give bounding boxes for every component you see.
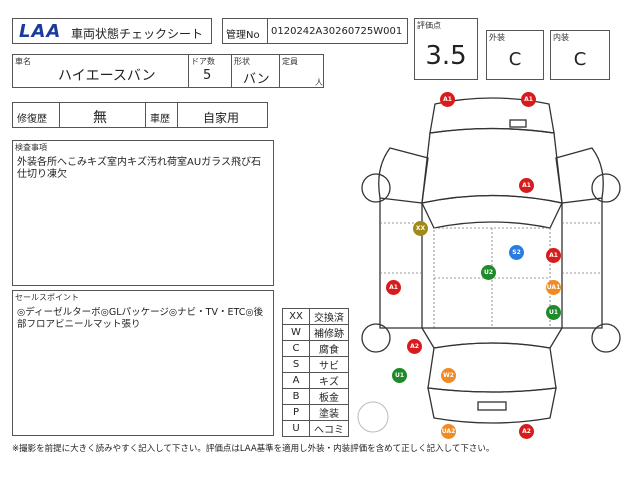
legend-code: U: [282, 420, 310, 437]
legend-meaning: 板金: [309, 388, 349, 405]
damage-marker: XX: [413, 221, 428, 236]
legend-code: S: [282, 356, 310, 373]
management-number-block: 管理No 0120242A30260725W001: [222, 18, 408, 44]
inspection-notes-text: 外装各所へこみキズ室内キズ汚れ荷室AUガラス飛び石仕切り凍欠: [17, 157, 261, 180]
exterior-score-label: 外装: [489, 33, 505, 42]
vehicle-info-row: 車名 ハイエースバン ドア数 5 形状 バン 定員 人: [12, 54, 324, 88]
history-row: 修復歴 無 車歴 自家用: [12, 102, 268, 128]
capacity-label: 定員: [282, 57, 298, 66]
car-name-value: ハイエースバン: [58, 68, 156, 84]
repair-history-value: 無: [93, 110, 107, 126]
damage-marker: U2: [481, 265, 496, 280]
legend-code: P: [282, 404, 310, 421]
sales-points-box: セールスポイント ◎ディーゼルターボ◎GLパッケージ◎ナビ・TV・ETC◎後部フ…: [12, 290, 274, 436]
damage-marker: S2: [509, 245, 524, 260]
legend-code: XX: [282, 308, 310, 325]
management-number-value: 0120242A30260725W001: [271, 26, 403, 37]
overall-score-box: 評価点 3.5: [414, 18, 478, 80]
damage-marker: A1: [521, 92, 536, 107]
legend-code: A: [282, 372, 310, 389]
exterior-score-box: 外装 C: [486, 30, 544, 80]
damage-marker: UA1: [546, 280, 561, 295]
stamp-circle: [357, 401, 389, 433]
sales-points-label: セールスポイント: [15, 293, 79, 302]
legend-meaning: 塗装: [309, 404, 349, 421]
doors-label: ドア数: [191, 57, 215, 66]
capacity-unit: 人: [315, 78, 323, 87]
car-name-label: 車名: [15, 57, 31, 66]
car-diagram: [361, 97, 621, 424]
overall-score-label: 評価点: [417, 21, 441, 30]
laa-logo: LAA: [19, 21, 62, 42]
damage-marker: A1: [546, 248, 561, 263]
legend-meaning: へコミ: [309, 420, 349, 437]
damage-marker: A2: [407, 339, 422, 354]
body-shape-value: バン: [243, 72, 270, 87]
legend-meaning: 交換済: [309, 308, 349, 325]
legend-meaning: キズ: [309, 372, 349, 389]
legend-code: W: [282, 324, 310, 341]
inspection-notes-box: 検査事項 外装各所へこみキズ室内キズ汚れ荷室AUガラス飛び石仕切り凍欠: [12, 140, 274, 286]
usage-history-value: 自家用: [203, 111, 240, 125]
sheet-title: 車両状態チェックシート: [71, 27, 204, 41]
damage-marker: A1: [440, 92, 455, 107]
sales-points-text: ◎ディーゼルターボ◎GLパッケージ◎ナビ・TV・ETC◎後部フロアビニールマット…: [17, 307, 264, 330]
repair-history-label: 修復歴: [17, 114, 47, 125]
interior-score-box: 内装 C: [550, 30, 610, 80]
legend-meaning: サビ: [309, 356, 349, 373]
interior-score-value: C: [573, 49, 587, 70]
title-block: LAA 車両状態チェックシート: [12, 18, 212, 44]
management-number-label: 管理No: [226, 30, 260, 41]
damage-marker: U1: [546, 305, 561, 320]
damage-marker: A1: [386, 280, 401, 295]
inspection-notes-label: 検査事項: [15, 143, 47, 152]
doors-value: 5: [203, 68, 212, 83]
damage-marker: A2: [519, 424, 534, 439]
legend-meaning: 腐食: [309, 340, 349, 357]
legend-code: B: [282, 388, 310, 405]
damage-marker: U1: [392, 368, 407, 383]
legend-code: C: [282, 340, 310, 357]
car-body-outline: [361, 97, 621, 424]
body-shape-label: 形状: [234, 57, 250, 66]
footer-note: ※撮影を前提に大きく読みやすく記入して下さい。評価点はLAA基準を適用し外装・内…: [12, 444, 495, 454]
usage-history-label: 車歴: [150, 114, 170, 125]
damage-marker: UA2: [441, 424, 456, 439]
interior-score-label: 内装: [553, 33, 569, 42]
exterior-score-value: C: [508, 49, 522, 70]
damage-marker: A1: [519, 178, 534, 193]
damage-marker: W2: [441, 368, 456, 383]
legend-meaning: 補修跡: [309, 324, 349, 341]
overall-score-value: 3.5: [425, 41, 467, 71]
